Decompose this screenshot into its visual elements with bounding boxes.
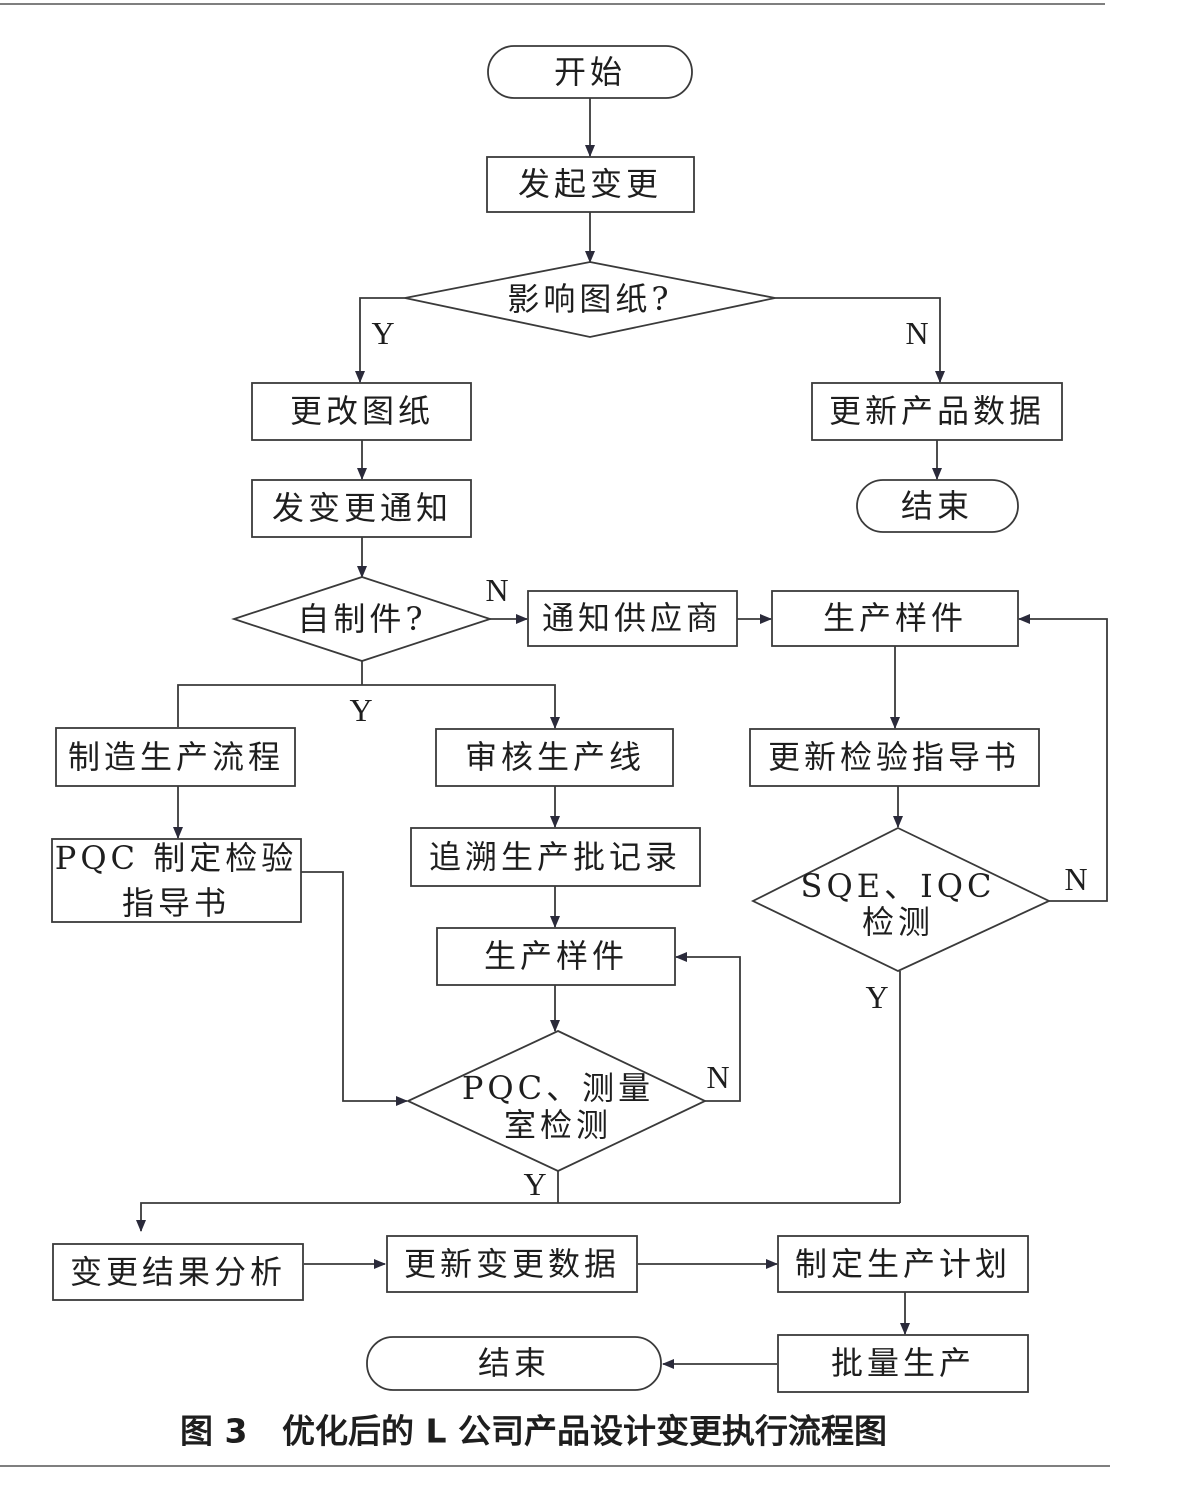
figure-number: 图 3 <box>180 1412 247 1451</box>
connectors <box>136 98 1108 1369</box>
label-pqc-yes: Y <box>523 1166 546 1202</box>
arrow-pqcguide-to-check <box>301 871 408 1106</box>
decision-self-made-label: 自制件? <box>297 600 426 638</box>
node-pqc-inspection-guide-line1: PQC 制定检验 <box>55 839 297 877</box>
figure-title: 优化后的 L 公司产品设计变更执行流程图 <box>282 1412 887 1451</box>
figure-caption: 图 3 优化后的 L 公司产品设计变更执行流程图 <box>180 1412 887 1451</box>
node-update-inspection-guide: 更新检验指导书 <box>749 728 1040 787</box>
arrow-drawing-yes <box>355 297 405 383</box>
label-selfmade-no: N <box>485 572 508 608</box>
arrow-merge-to-analysis <box>136 1202 900 1232</box>
decision-affect-drawing: 影响图纸? <box>404 261 776 338</box>
node-change-result-analysis: 变更结果分析 <box>52 1243 304 1301</box>
label-selfmade-yes: Y <box>349 692 372 728</box>
label-drawing-no: N <box>905 315 928 351</box>
node-trace-batch-records-label: 追溯生产批记录 <box>429 838 681 876</box>
node-produce-sample-right-label: 生产样件 <box>823 599 967 637</box>
node-initiate-change-label: 发起变更 <box>518 165 662 203</box>
node-send-change-notice: 发变更通知 <box>251 479 472 538</box>
node-manufacturing-process: 制造生产流程 <box>55 727 296 787</box>
arrow-drawing-no <box>775 297 945 383</box>
arrow-pqc-no-loop <box>675 952 741 1102</box>
label-drawing-yes: Y <box>371 315 394 351</box>
node-end-bottom-label: 结束 <box>478 1344 550 1382</box>
node-trace-batch-records: 追溯生产批记录 <box>410 827 701 887</box>
node-notify-supplier-label: 通知供应商 <box>542 599 722 637</box>
node-produce-sample-mid: 生产样件 <box>436 927 676 986</box>
decision-sqe-iqc: SQE、IQC 检测 <box>750 826 1052 972</box>
decision-affect-drawing-label: 影响图纸? <box>507 280 672 318</box>
decision-pqc-lab-line2: 室检测 <box>504 1106 612 1144</box>
decision-pqc-lab: PQC、测量 室检测 <box>405 1030 708 1172</box>
node-send-change-notice-label: 发变更通知 <box>272 489 452 527</box>
node-update-change-data-label: 更新变更数据 <box>404 1245 620 1283</box>
label-sqe-no: N <box>1064 861 1087 897</box>
node-update-product-data-label: 更新产品数据 <box>829 392 1045 430</box>
node-manufacturing-process-label: 制造生产流程 <box>68 738 284 776</box>
node-notify-supplier: 通知供应商 <box>527 590 738 647</box>
node-change-result-analysis-label: 变更结果分析 <box>70 1253 286 1291</box>
node-modify-drawing: 更改图纸 <box>251 382 472 441</box>
decision-self-made: 自制件? <box>231 576 493 662</box>
node-end-top: 结束 <box>856 479 1019 533</box>
node-mass-production: 批量生产 <box>777 1334 1029 1393</box>
node-produce-sample-mid-label: 生产样件 <box>484 937 628 975</box>
node-update-product-data: 更新产品数据 <box>811 382 1063 441</box>
node-mass-production-label: 批量生产 <box>831 1344 975 1382</box>
node-review-production-line-label: 审核生产线 <box>465 738 645 776</box>
node-modify-drawing-label: 更改图纸 <box>290 392 434 430</box>
node-produce-sample-right: 生产样件 <box>771 590 1019 647</box>
decision-sqe-iqc-line1: SQE、IQC <box>801 867 996 905</box>
node-pqc-inspection-guide-line2: 指导书 <box>122 884 230 922</box>
node-production-plan: 制定生产计划 <box>777 1235 1029 1293</box>
label-sqe-yes: Y <box>865 979 888 1015</box>
node-start-label: 开始 <box>554 53 626 91</box>
node-review-production-line: 审核生产线 <box>435 728 674 787</box>
arrow-sqe-no-loop <box>1018 614 1108 902</box>
node-production-plan-label: 制定生产计划 <box>795 1245 1011 1283</box>
decision-sqe-iqc-line2: 检测 <box>862 903 934 941</box>
node-pqc-inspection-guide: PQC 制定检验 指导书 <box>51 838 302 923</box>
node-update-inspection-guide-label: 更新检验指导书 <box>768 738 1020 776</box>
decision-pqc-lab-line1: PQC、测量 <box>462 1069 654 1107</box>
label-pqc-no: N <box>706 1059 729 1095</box>
node-update-change-data: 更新变更数据 <box>386 1235 638 1293</box>
arrow-selfmade-yes-split <box>177 684 560 729</box>
node-end-bottom: 结束 <box>366 1336 662 1391</box>
node-initiate-change: 发起变更 <box>486 156 695 213</box>
node-start: 开始 <box>487 45 693 99</box>
node-end-top-label: 结束 <box>901 487 973 525</box>
